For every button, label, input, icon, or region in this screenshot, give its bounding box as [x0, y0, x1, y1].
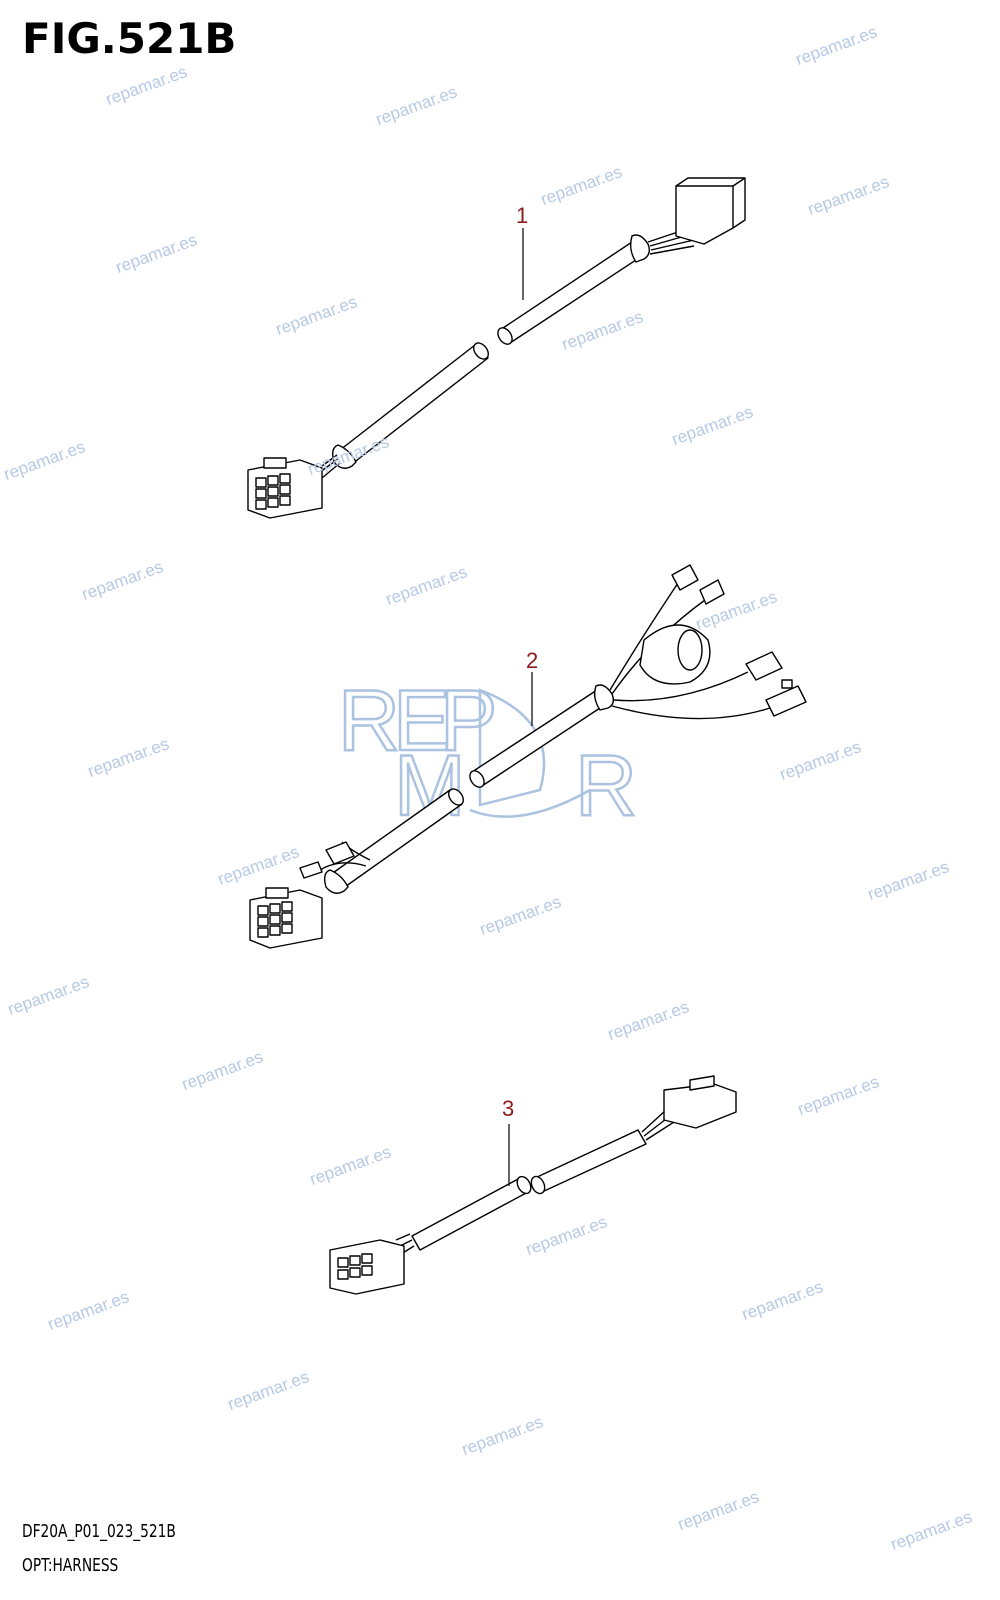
repamar-logo-watermark: R E P M R: [337, 672, 639, 836]
callout-number-2: 2: [526, 648, 539, 673]
harness-3: [329, 1075, 737, 1295]
figure-code: DF20A_P01_023_521B: [22, 1521, 176, 1542]
callout-number-1: 1: [516, 203, 529, 228]
harness-2: [249, 564, 807, 949]
callout-number-3: 3: [502, 1096, 515, 1121]
figure-title: FIG.521B: [22, 14, 237, 63]
logo-letter-p: P: [440, 673, 497, 769]
logo-letter-r: R: [338, 673, 400, 769]
harness-1: [247, 177, 746, 519]
logo-letter-e: E: [393, 673, 450, 769]
logo-wave-icon: [469, 788, 591, 818]
figure-description: OPT:HARNESS: [22, 1555, 119, 1576]
logo-letter-r2: R: [575, 738, 637, 834]
